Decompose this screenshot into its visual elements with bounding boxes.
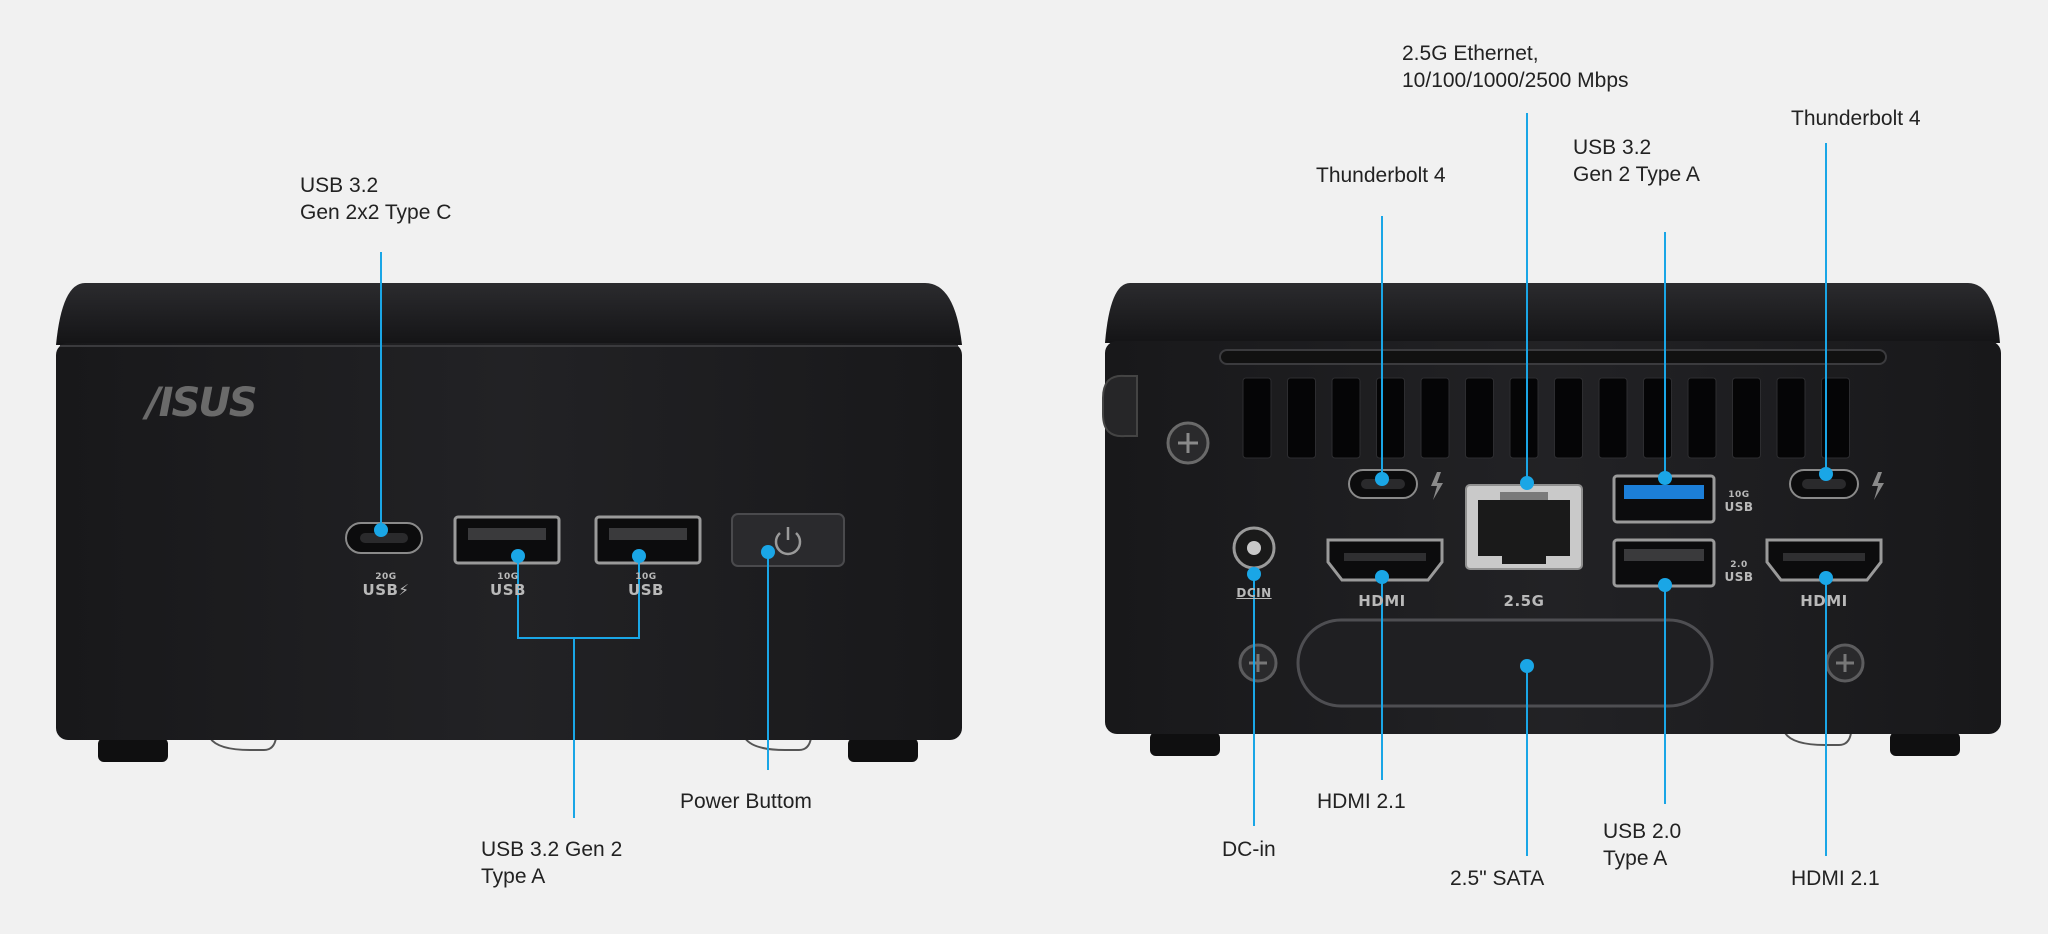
rear-dc-print: DCIN (1236, 586, 1272, 600)
vent-slot (1554, 377, 1583, 459)
rear-usb-bottom-print: 2.0 USB (1724, 560, 1754, 584)
rear-hdmi-left-print: HDMI (1358, 592, 1406, 610)
dot-usb-a-front-2 (632, 549, 646, 563)
callout-lines (380, 113, 1827, 856)
thunderbolt-icon-left (1431, 472, 1443, 500)
asus-logo: /ISUS (146, 380, 258, 426)
dot-hdmi-left (1375, 570, 1389, 584)
dot-usb-c-front (374, 523, 388, 537)
dot-usb20-rear (1658, 578, 1672, 592)
dot-power (761, 545, 775, 559)
dot-ethernet (1520, 476, 1534, 490)
label-tb4-left: Thunderbolt 4 (1316, 164, 1446, 187)
label-sata: 2.5" SATA (1450, 867, 1545, 890)
dot-tb4-right (1819, 467, 1833, 481)
front-usb-c-print: 20G USB⚡ (362, 572, 410, 599)
rear-sata-cover (1296, 618, 1714, 708)
label-hdmi-right: HDMI 2.1 (1791, 867, 1880, 890)
front-foot-right (848, 738, 918, 762)
vent-slot (1598, 377, 1628, 459)
front-usb-a-2-print: 10G USB (628, 572, 664, 599)
vent-slot (1509, 377, 1539, 459)
rear-unit (1102, 283, 2001, 756)
vent-slot (1687, 377, 1717, 459)
vent-slot (1821, 377, 1850, 459)
front-unit (56, 283, 962, 762)
rear-foot-left (1150, 732, 1220, 756)
dot-tb4-left (1375, 472, 1389, 486)
vent-slot (1465, 377, 1494, 459)
rear-foot-right (1890, 732, 1960, 756)
label-ethernet: 2.5G Ethernet,10/100/1000/2500 Mbps (1402, 42, 1629, 92)
rear-lan-print: 2.5G (1503, 592, 1545, 610)
label-hdmi-left: HDMI 2.1 (1317, 790, 1406, 813)
dot-usb32-rear (1658, 471, 1672, 485)
dot-sata (1520, 659, 1534, 673)
vent-slot (1376, 377, 1405, 459)
label-tb4-right: Thunderbolt 4 (1791, 107, 1921, 130)
vent-slot (1287, 377, 1316, 459)
power-icon (774, 527, 802, 556)
front-usb-a-1-print: 10G USB (490, 572, 526, 599)
rear-vents (1242, 377, 1850, 459)
front-top-surface (56, 283, 962, 345)
dot-dc-in (1247, 567, 1261, 581)
label-dc-in: DC-in (1222, 838, 1276, 861)
vent-slot (1331, 377, 1361, 459)
dot-usb-a-front-1 (511, 549, 525, 563)
vent-slot (1643, 377, 1672, 459)
rear-hdmi-right-print: HDMI (1800, 592, 1848, 610)
vent-slot (1242, 377, 1272, 459)
vent-slot (1776, 377, 1806, 459)
rear-top-surface (1105, 283, 2000, 343)
front-foot-left (98, 738, 168, 762)
callout-dots (374, 467, 1833, 673)
dot-hdmi-right (1819, 571, 1833, 585)
thunderbolt-icon-right (1872, 472, 1884, 500)
label-power: Power Buttom (680, 790, 812, 813)
vent-slot (1420, 377, 1450, 459)
vent-slot (1732, 377, 1761, 459)
rear-usb-top-print: 10G USB (1724, 490, 1754, 514)
